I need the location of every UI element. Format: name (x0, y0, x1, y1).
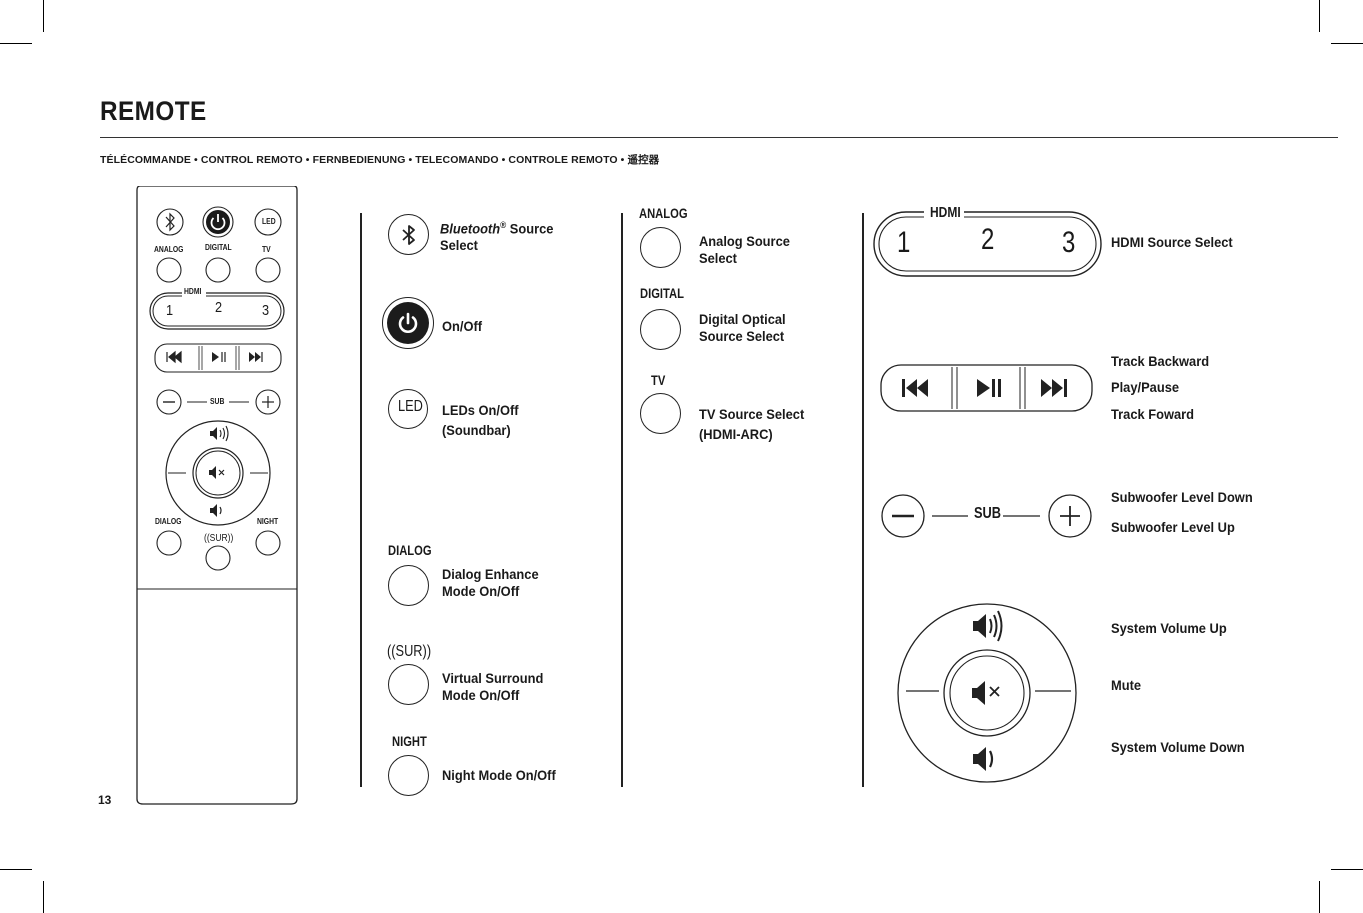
hdmi-caption: HDMI (930, 204, 961, 221)
sub-caption: SUB (974, 505, 1002, 522)
bluetooth-brand: Bluetooth (440, 220, 501, 237)
digital-label: Digital Optical Source Select (699, 311, 786, 344)
play-pause-icon (977, 379, 1001, 397)
remote-hdmi-label: HDMI (184, 287, 202, 296)
surround-line2: Mode On/Off (442, 686, 520, 703)
night-button (388, 755, 429, 796)
tv-line1: TV Source Select (699, 406, 805, 422)
track-forward-label: Track Foward (1111, 406, 1195, 422)
remote-led-label: LED (262, 217, 276, 226)
dialog-caption: DIALOG (388, 542, 432, 558)
crop-mark (1319, 881, 1320, 913)
volume-down-icon (973, 747, 994, 771)
crop-mark (43, 0, 44, 32)
analog-caption: ANALOG (639, 205, 688, 221)
analog-line2: Select (699, 249, 737, 266)
column-divider (862, 213, 864, 787)
crop-mark (43, 881, 44, 913)
remote-analog-label: ANALOG (154, 245, 184, 254)
transport-button-group (880, 364, 1093, 412)
remote-illustration: LED ANALOG DIGITAL TV HDMI 1 2 3 SUB DIA… (136, 186, 298, 806)
leds-line2: (Soundbar) (442, 422, 511, 438)
digital-line1: Digital Optical (699, 311, 786, 327)
tv-button (640, 393, 681, 434)
tv-line2: (HDMI-ARC) (699, 426, 773, 442)
tv-caption: TV (651, 372, 666, 388)
track-forward-icon (1041, 379, 1067, 397)
dialog-line1: Dialog Enhance (442, 566, 539, 582)
tv-label: TV Source Select (HDMI-ARC) (699, 404, 804, 444)
led-button-caption: LED (398, 398, 423, 415)
hdmi-2-button: 2 (981, 223, 995, 256)
hdmi-button-group (873, 205, 1102, 277)
dialog-label: Dialog Enhance Mode On/Off (442, 566, 539, 599)
remote-hdmi-1: 1 (166, 302, 174, 319)
dialog-button (388, 565, 429, 606)
analog-line1: Analog Source (699, 233, 790, 249)
digital-button (640, 309, 681, 350)
remote-hdmi-3: 3 (262, 302, 270, 319)
mute-label: Mute (1111, 677, 1142, 693)
analog-button (640, 227, 681, 268)
remote-dialog-label: DIALOG (155, 517, 182, 526)
track-backward-icon (902, 379, 928, 397)
hdmi-source-label: HDMI Source Select (1111, 234, 1233, 250)
column-divider (360, 213, 362, 787)
page-title: REMOTE (100, 96, 207, 126)
remote-hdmi-2: 2 (215, 299, 223, 316)
hdmi-3-button: 3 (1062, 226, 1076, 259)
mute-icon (972, 681, 1000, 705)
crop-mark (0, 869, 32, 870)
power-icon (398, 312, 418, 333)
crop-mark (1319, 0, 1320, 32)
remote-digital-label: DIGITAL (205, 243, 232, 252)
crop-mark (1331, 43, 1363, 44)
volume-up-icon (973, 610, 1003, 642)
night-caption: NIGHT (392, 733, 427, 749)
track-backward-label: Track Backward (1111, 353, 1210, 369)
volume-up-label: System Volume Up (1111, 620, 1227, 636)
sub-down-label: Subwoofer Level Down (1111, 489, 1253, 505)
hdmi-1-button: 1 (897, 226, 911, 259)
surround-label: Virtual Surround Mode On/Off (442, 670, 543, 703)
surround-button (388, 664, 429, 705)
surround-caption: ((SUR)) (387, 643, 432, 660)
remote-sub-label: SUB (210, 397, 225, 406)
sub-up-label: Subwoofer Level Up (1111, 519, 1235, 535)
leds-label: LEDs On/Off (Soundbar) (442, 400, 519, 440)
night-label: Night Mode On/Off (442, 767, 556, 783)
title-divider (100, 137, 1338, 138)
crop-mark (0, 43, 32, 44)
column-divider (621, 213, 623, 787)
sub-button-group (881, 494, 1092, 538)
surround-line1: Virtual Surround (442, 670, 544, 686)
remote-night-label: NIGHT (257, 517, 279, 526)
volume-down-label: System Volume Down (1111, 739, 1245, 755)
bluetooth-source-text: Source (506, 220, 554, 237)
bluetooth-icon (402, 225, 415, 245)
digital-caption: DIGITAL (640, 285, 684, 301)
led-button (388, 389, 428, 429)
leds-line1: LEDs On/Off (442, 402, 519, 418)
play-pause-label: Play/Pause (1111, 379, 1180, 395)
remote-surround-label: ((SUR)) (204, 533, 234, 544)
page-subtitle: TÉLÉCOMMANDE • CONTROL REMOTO • FERNBEDI… (100, 154, 660, 166)
analog-label: Analog Source Select (699, 233, 790, 266)
onoff-label: On/Off (442, 318, 483, 334)
bluetooth-select-text: Select (440, 237, 478, 254)
bluetooth-source-label: Bluetooth® Source Select (440, 217, 553, 254)
dialog-line2: Mode On/Off (442, 582, 520, 599)
remote-tv-label: TV (262, 245, 271, 254)
volume-wheel (897, 603, 1077, 783)
plus-icon (1060, 506, 1080, 526)
registered-mark: ® (500, 220, 507, 230)
page-number: 13 (98, 793, 112, 807)
crop-mark (1331, 869, 1363, 870)
digital-line2: Source Select (699, 327, 785, 344)
